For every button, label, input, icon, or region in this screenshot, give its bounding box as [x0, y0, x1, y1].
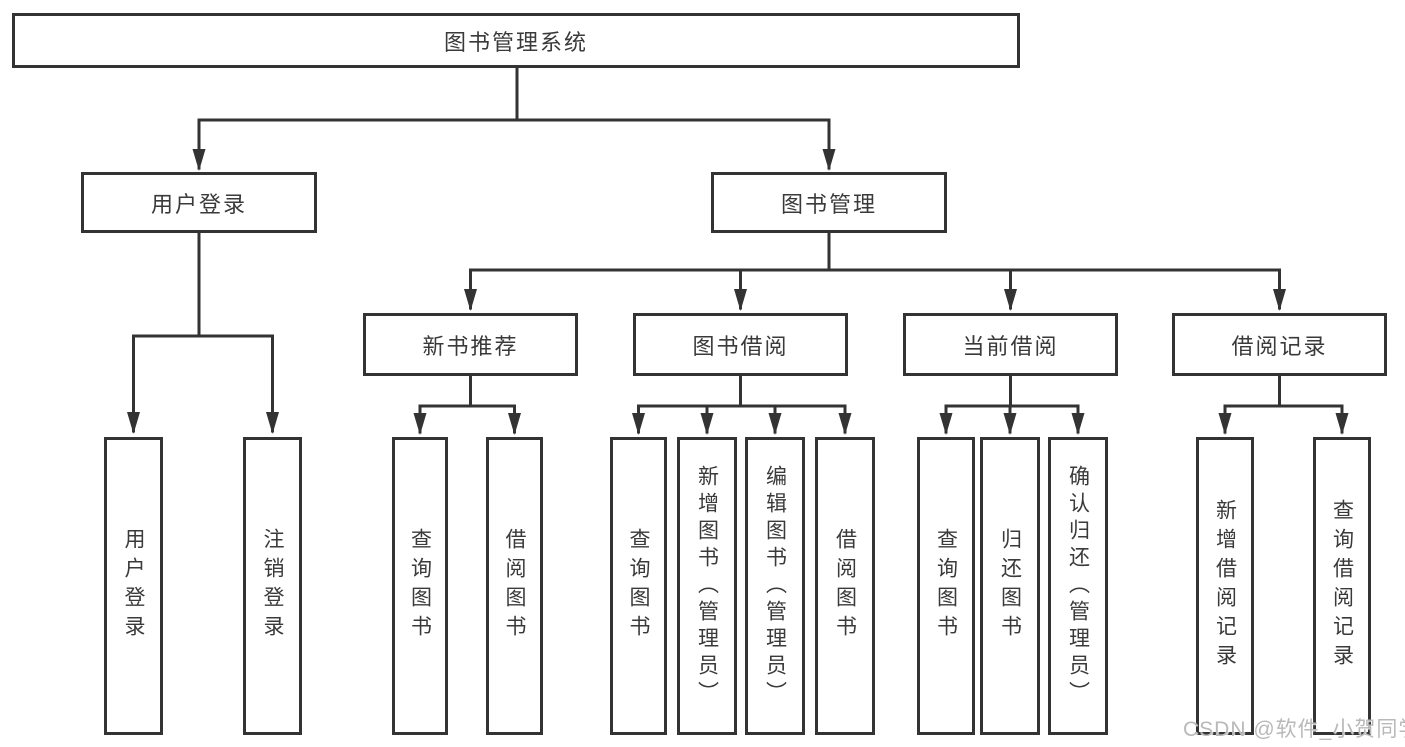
node-new-book-recommend-label: 新书推荐 — [422, 333, 519, 359]
csdn-watermark: CSDN @软件_小贺同学 — [1183, 718, 1405, 741]
node-book-management: 图书管理 — [711, 172, 947, 233]
leaf-borrow-add-admin-label: 新增图书（管理员） — [695, 464, 719, 708]
leaf-newbooks-borrow-label: 借阅图书 — [503, 528, 526, 644]
leaf-records-query: 查询借阅记录 — [1313, 437, 1371, 735]
leaf-current-return-label: 归还图书 — [998, 528, 1022, 644]
leaf-borrow-edit-admin: 编辑图书（管理员） — [745, 437, 805, 735]
leaf-current-confirm-admin: 确认归还（管理员） — [1048, 437, 1108, 735]
leaf-records-add-label: 新增借阅记录 — [1213, 499, 1237, 673]
leaf-borrow-borrow-label: 借阅图书 — [833, 528, 857, 644]
leaf-borrow-add-admin: 新增图书（管理员） — [677, 437, 737, 735]
node-user-login-label: 用户登录 — [150, 191, 247, 217]
node-library-system: 图书管理系统 — [12, 13, 1020, 68]
node-book-borrowing-label: 图书借阅 — [692, 333, 789, 359]
leaf-user-login-action-label: 用户登录 — [122, 528, 145, 644]
leaf-user-login-action: 用户登录 — [104, 437, 163, 735]
leaf-records-add: 新增借阅记录 — [1196, 437, 1254, 735]
node-new-book-recommend: 新书推荐 — [363, 313, 578, 376]
node-borrowing-records: 借阅记录 — [1172, 313, 1387, 376]
node-book-borrowing: 图书借阅 — [633, 313, 848, 376]
leaf-current-confirm-admin-label: 确认归还（管理员） — [1066, 464, 1090, 708]
node-current-borrowing-label: 当前借阅 — [962, 333, 1059, 359]
node-user-login: 用户登录 — [81, 172, 317, 233]
node-borrowing-records-label: 借阅记录 — [1231, 333, 1328, 359]
leaf-logout: 注销登录 — [243, 437, 302, 735]
node-library-system-label: 图书管理系统 — [443, 29, 588, 55]
leaf-newbooks-query-label: 查询图书 — [408, 528, 432, 644]
node-book-management-label: 图书管理 — [780, 191, 877, 217]
node-current-borrowing: 当前借阅 — [903, 313, 1118, 376]
leaf-borrow-query: 查询图书 — [610, 437, 667, 735]
leaf-newbooks-query: 查询图书 — [392, 437, 448, 735]
leaf-borrow-edit-admin-label: 编辑图书（管理员） — [763, 464, 787, 708]
leaf-current-query-label: 查询图书 — [934, 528, 958, 644]
leaf-logout-label: 注销登录 — [261, 528, 284, 644]
leaf-newbooks-borrow: 借阅图书 — [486, 437, 543, 735]
leaf-current-return: 归还图书 — [980, 437, 1040, 735]
leaf-current-query: 查询图书 — [917, 437, 975, 735]
leaf-borrow-query-label: 查询图书 — [627, 528, 650, 644]
leaf-records-query-label: 查询借阅记录 — [1330, 499, 1354, 673]
leaf-borrow-borrow: 借阅图书 — [815, 437, 875, 735]
